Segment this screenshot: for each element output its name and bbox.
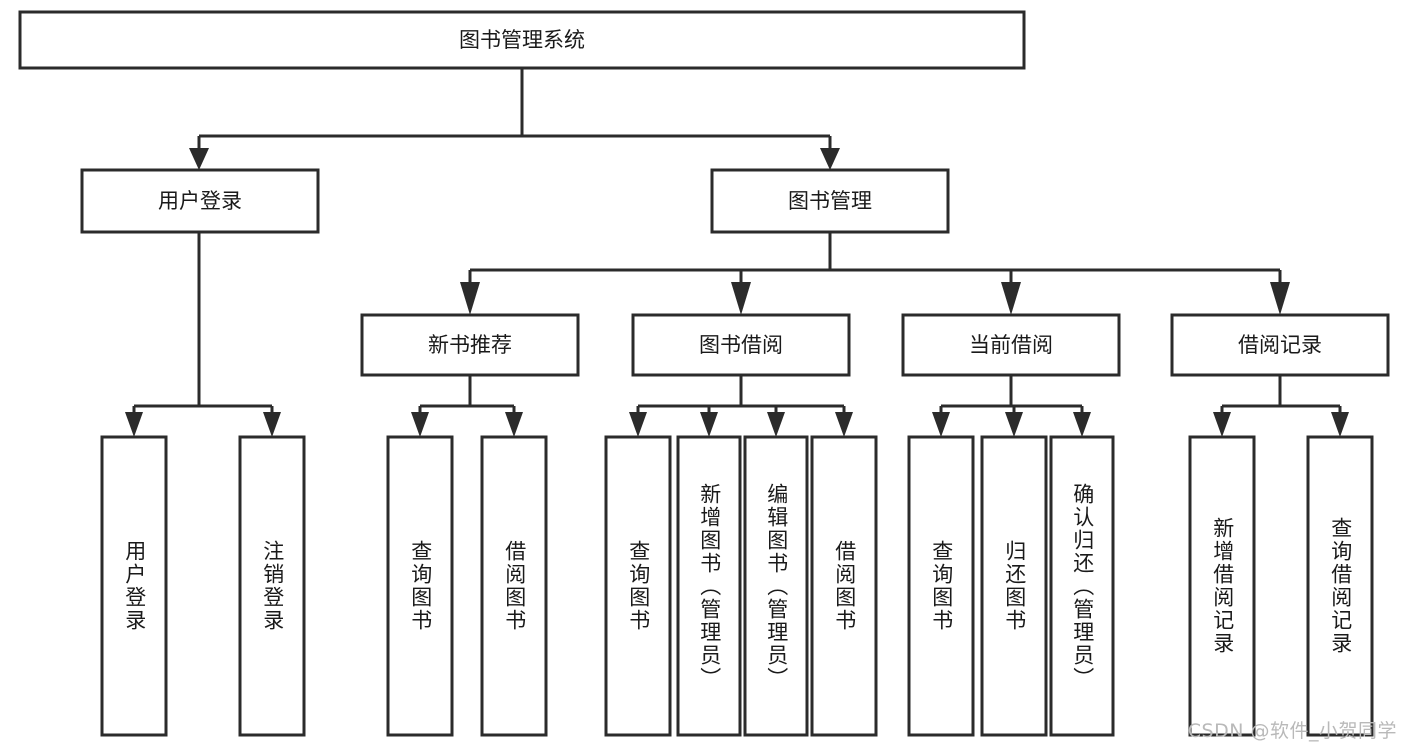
arrow-leaf-1 [125, 412, 143, 437]
root-label: 图书管理系统 [459, 28, 585, 52]
arrow-leaf-12 [1213, 412, 1231, 437]
arrow-leaf-6 [700, 412, 718, 437]
current-borrow-box[interactable] [901, 313, 1121, 377]
arrow-leaf-13 [1331, 412, 1349, 437]
leaf-box-query-borrow-record[interactable] [1306, 435, 1374, 737]
node-book-management[interactable]: 图书管理 [710, 168, 950, 234]
user-login-box[interactable] [80, 168, 320, 234]
arrow-to-book-mgmt [820, 148, 840, 170]
arrow-leaf-9 [932, 412, 950, 437]
node-book-borrow[interactable]: 图书借阅 [631, 313, 851, 377]
connector-layer [125, 68, 1349, 437]
arrow-leaf-7 [767, 412, 785, 437]
arrow-leaf-11 [1073, 412, 1091, 437]
arrow-leaf-5 [629, 412, 647, 437]
leaf-box-edit-book-admin[interactable] [743, 435, 809, 737]
leaf-box-borrow-book[interactable] [810, 435, 878, 737]
borrow-record-label: 借阅记录 [1238, 333, 1322, 357]
leaf-box-return-book[interactable] [980, 435, 1048, 737]
user-login-label: 用户登录 [158, 189, 242, 213]
arrow-leaf-10 [1005, 412, 1023, 437]
book-borrow-label: 图书借阅 [699, 333, 783, 357]
arrow-to-current-borrow [1001, 282, 1021, 315]
node-borrow-record[interactable]: 借阅记录 [1170, 313, 1390, 377]
leaf-box-add-borrow-record[interactable] [1188, 435, 1256, 737]
node-new-book-recommend[interactable]: 新书推荐 [360, 313, 580, 377]
leaf-box-layer [100, 435, 1374, 737]
current-borrow-label: 当前借阅 [969, 333, 1053, 357]
leaf-box-query-book-current[interactable] [907, 435, 975, 737]
book-management-label: 图书管理 [788, 189, 872, 213]
leaf-box-user-login[interactable] [100, 435, 168, 737]
leaf-box-logout[interactable] [238, 435, 306, 737]
leaf-box-query-book-rec[interactable] [386, 435, 454, 737]
csdn-watermark: CSDN @软件_小贺同学 [1187, 720, 1397, 742]
root-box[interactable] [18, 10, 1026, 70]
node-current-borrow[interactable]: 当前借阅 [901, 313, 1121, 377]
leaf-box-query-book-borrow[interactable] [604, 435, 672, 737]
arrow-to-new-book-rec [460, 282, 480, 315]
new-book-recommend-box[interactable] [360, 313, 580, 377]
node-user-login[interactable]: 用户登录 [80, 168, 320, 234]
arrow-leaf-4 [505, 412, 523, 437]
book-management-box[interactable] [710, 168, 950, 234]
arrow-leaf-3 [411, 412, 429, 437]
arrow-leaf-2 [263, 412, 281, 437]
arrow-to-user-login [189, 148, 209, 170]
arrow-to-borrow-record [1270, 282, 1290, 315]
arrow-leaf-8 [835, 412, 853, 437]
leaf-box-borrow-book-rec[interactable] [480, 435, 548, 737]
arrow-to-book-borrow [731, 282, 751, 315]
leaf-box-confirm-return-admin[interactable] [1049, 435, 1115, 737]
borrow-record-box[interactable] [1170, 313, 1390, 377]
new-book-recommend-label: 新书推荐 [428, 333, 512, 357]
book-borrow-box[interactable] [631, 313, 851, 377]
leaf-box-add-book-admin[interactable] [676, 435, 742, 737]
node-root-system[interactable]: 图书管理系统 [18, 10, 1026, 70]
